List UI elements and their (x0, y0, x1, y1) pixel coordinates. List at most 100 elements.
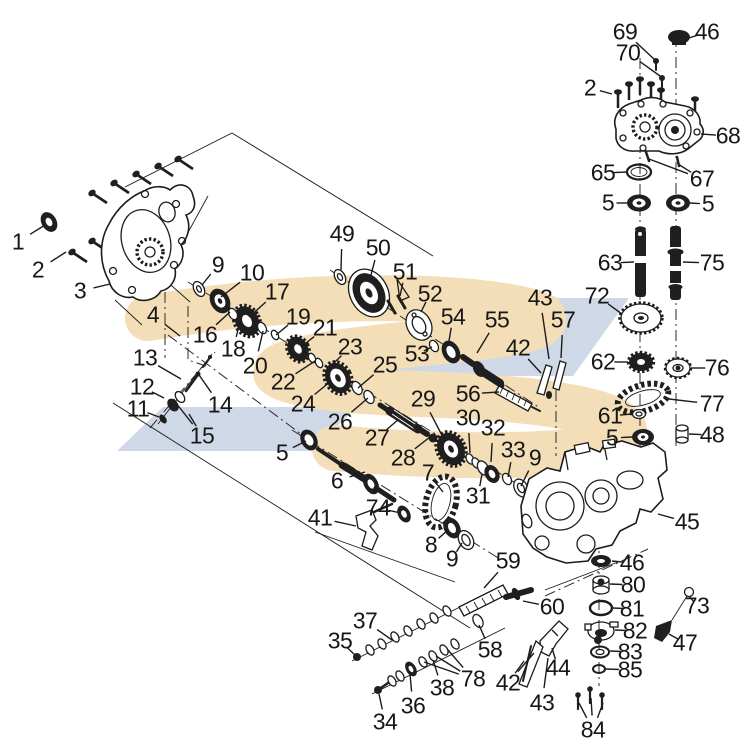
leader-line-67 (677, 163, 692, 173)
part-callout-35: 35 (327, 627, 353, 654)
part-callout-32: 32 (480, 414, 506, 441)
part-callout-12: 12 (129, 373, 155, 400)
part-callout-8: 8 (424, 531, 438, 558)
part-callout-42: 42 (505, 334, 531, 361)
part-callout-5: 5 (275, 439, 289, 466)
part-callout-63: 63 (597, 249, 623, 276)
detent-spring-part-56 (494, 385, 541, 412)
leader-line-58 (478, 624, 486, 640)
leader-line-85 (605, 668, 620, 671)
sprockets-parts-62-76 (626, 350, 693, 380)
leader-line-43 (541, 312, 550, 360)
part-callout-60: 60 (539, 593, 565, 620)
part-callout-73: 73 (684, 592, 710, 619)
leader-line-20 (257, 330, 264, 352)
leader-line-7 (434, 481, 444, 493)
part-callout-67: 67 (689, 165, 715, 192)
leader-line-61 (619, 413, 633, 416)
leader-line-32 (490, 442, 493, 463)
leader-line-68 (700, 133, 716, 136)
vent-cap-part-46 (668, 30, 690, 45)
part-callout-16: 16 (192, 321, 218, 348)
counter-shaft-group (300, 429, 475, 551)
part-callout-65: 65 (590, 159, 616, 186)
leader-line-67 (648, 158, 689, 175)
leader-line-54 (448, 327, 452, 342)
leader-line-41 (334, 520, 357, 527)
part-callout-68: 68 (715, 122, 741, 149)
leader-line-35 (346, 646, 356, 656)
part-callout-9: 9 (211, 251, 225, 278)
leader-line-81 (612, 607, 624, 610)
leader-line-77 (668, 398, 698, 403)
part-callout-30: 30 (455, 404, 481, 431)
part-callout-82: 82 (622, 617, 648, 644)
part-callout-36: 36 (400, 692, 426, 719)
leader-line-45 (657, 513, 675, 520)
leader-line-57 (560, 334, 563, 359)
leader-line-53 (423, 346, 433, 352)
leader-line-51 (399, 282, 404, 297)
leader-line-69 (635, 41, 656, 61)
oil-seal-part-1 (40, 212, 58, 232)
leader-line-42 (517, 652, 535, 673)
leader-line-70 (639, 61, 661, 77)
part-callout-24: 24 (290, 390, 316, 417)
leader-line-9 (455, 542, 463, 553)
part-callout-59: 59 (495, 547, 521, 574)
part-callout-83: 83 (617, 638, 643, 665)
part-callout-46: 46 (619, 549, 645, 576)
part-callout-26: 26 (327, 408, 353, 435)
leader-line-3 (93, 283, 111, 289)
top-cover-part-68 (613, 96, 704, 155)
leader-line-5 (292, 440, 307, 449)
leader-line-15 (188, 413, 197, 427)
leader-line-6 (349, 471, 366, 478)
leader-line-10 (220, 281, 241, 298)
leader-line-31 (479, 473, 483, 487)
leader-line-22 (295, 360, 316, 375)
leader-line-84 (578, 702, 588, 719)
part-callout-5: 5 (605, 424, 619, 451)
part-callout-7: 7 (421, 459, 435, 486)
part-callout-2: 2 (31, 256, 45, 283)
leader-line-47 (668, 633, 679, 640)
part-callout-53: 53 (404, 340, 430, 367)
part-callout-29: 29 (410, 385, 436, 412)
part-callout-52: 52 (417, 280, 443, 307)
part-callout-69: 69 (612, 18, 638, 45)
part-callout-19: 19 (285, 303, 311, 330)
leader-line-43 (543, 657, 549, 689)
leader-line-30 (468, 432, 471, 454)
leader-line-65 (613, 171, 628, 174)
part-callout-5: 5 (701, 190, 715, 217)
leader-line-15 (175, 402, 194, 425)
bracket-part-41 (355, 502, 394, 551)
leader-line-14 (196, 371, 212, 394)
leader-line-24 (314, 380, 332, 396)
leader-line-2 (599, 90, 613, 95)
part-callout-37: 37 (352, 607, 378, 634)
leader-line-75 (682, 261, 700, 264)
part-callout-41: 41 (307, 504, 333, 531)
leader-line-12 (151, 391, 165, 399)
leader-line-52 (420, 301, 427, 313)
leader-line-46 (688, 34, 700, 39)
control-rod-upper-parts-35-37-59-60-58 (353, 584, 534, 661)
leader-line-46 (611, 560, 624, 563)
bushing-part-48 (675, 424, 689, 444)
leader-line-78 (423, 661, 460, 675)
part-callout-22: 22 (270, 368, 296, 395)
leader-line-83 (609, 650, 622, 653)
plug-stack-parts-46-85 (584, 555, 619, 674)
part-callout-77: 77 (699, 390, 725, 417)
leader-line-59 (483, 571, 499, 589)
final-gear-part-72 (618, 301, 664, 335)
part-callout-56: 56 (455, 380, 481, 407)
leader-line-33 (507, 461, 512, 478)
leader-line-9 (201, 273, 212, 286)
axle-shafts-parts-63-75 (635, 226, 684, 300)
leader-line-49 (340, 248, 343, 271)
